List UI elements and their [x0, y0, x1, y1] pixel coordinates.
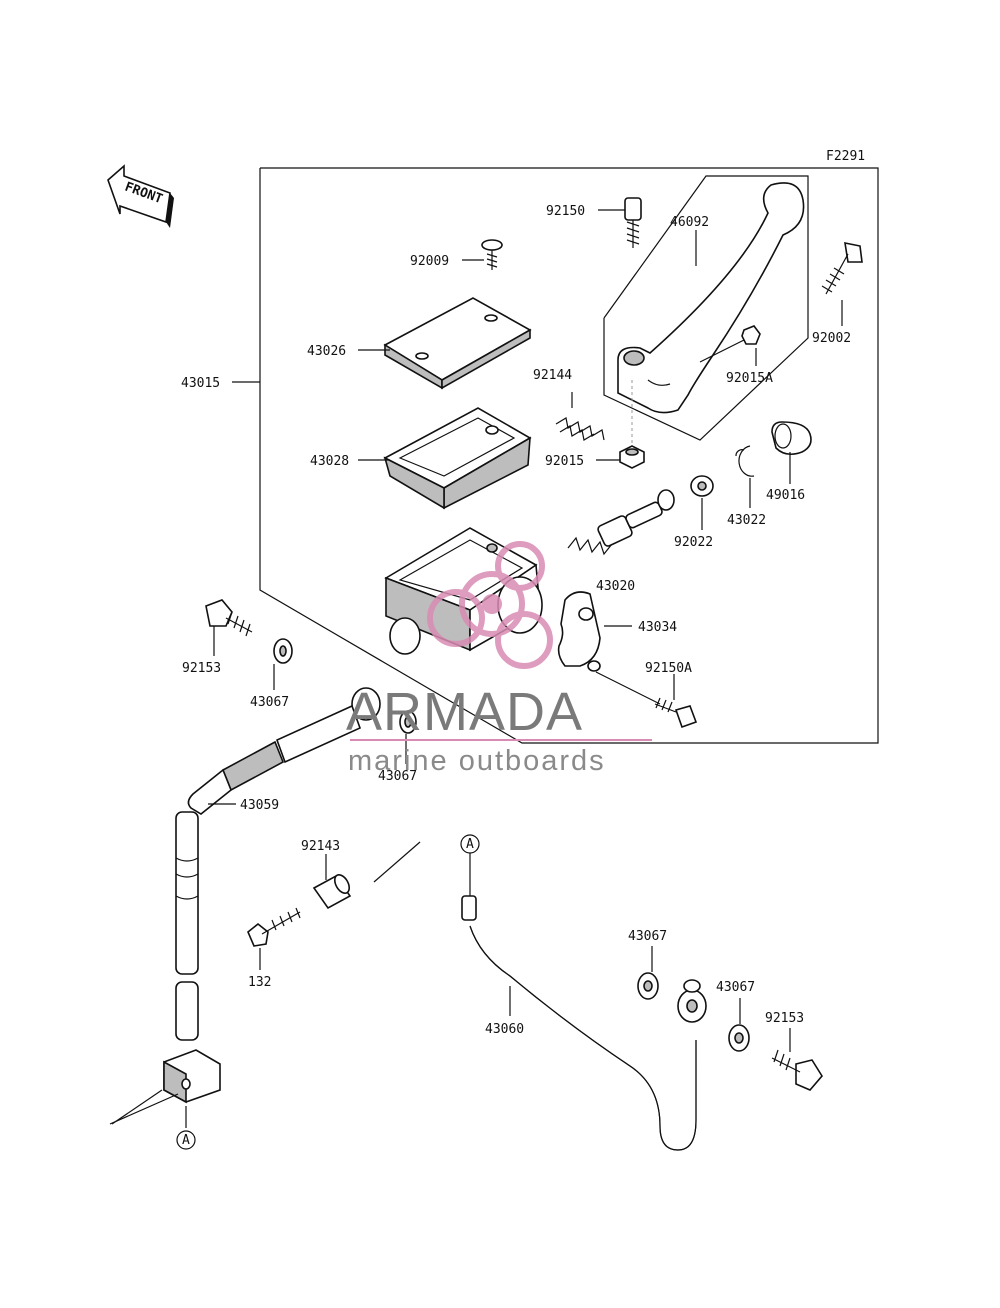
part-label: 92002	[812, 331, 851, 346]
watermark-brand: ARMADA	[346, 682, 583, 742]
washer-43067-d-icon	[728, 1024, 750, 1052]
part-label: 49016	[766, 488, 805, 503]
bolt-92153-bottom-icon	[771, 1049, 823, 1091]
part-label: 92150A	[645, 661, 692, 676]
nut-92015A-icon	[741, 325, 761, 345]
collar-92143-icon	[312, 841, 421, 910]
ref-mark-a-bottom: A	[176, 1130, 196, 1150]
hose-fitting-block-icon	[163, 1049, 221, 1104]
diaphragm-43028-icon	[383, 407, 532, 510]
pipe-43060-icon	[461, 895, 707, 1151]
part-label: 92015A	[726, 371, 773, 386]
part-label: 92143	[301, 839, 340, 854]
part-label: 92153	[182, 661, 221, 676]
washer-43067-a-icon	[273, 638, 293, 664]
spring-92144-icon	[555, 417, 605, 441]
part-label: 43020	[596, 579, 635, 594]
boot-49016-icon	[771, 421, 812, 456]
piston-43020-icon	[567, 489, 675, 556]
part-label: 43028	[310, 454, 349, 469]
bolt-132-icon	[247, 907, 301, 947]
svg-text:A: A	[182, 1133, 190, 1148]
part-label: 92009	[410, 254, 449, 269]
reservoir-cap-43026-icon	[383, 297, 532, 390]
part-label: 43060	[485, 1022, 524, 1037]
leader-lines	[109, 209, 843, 1128]
circlip-43022-icon	[735, 445, 755, 477]
part-label: 43034	[638, 620, 677, 635]
bolt-92153-top-icon	[205, 599, 253, 637]
part-label: 43067	[628, 929, 667, 944]
washer-43067-c-icon	[637, 972, 659, 1000]
clamp-43034-icon	[557, 591, 601, 672]
bolt-92150A-icon	[654, 697, 698, 729]
part-label: 132	[248, 975, 271, 990]
washer-43067-b-icon	[399, 710, 417, 734]
washer-92022-icon	[690, 475, 714, 497]
bolt-92150-icon	[624, 197, 642, 248]
screw-92009-icon	[481, 239, 503, 270]
part-label: 43059	[240, 798, 279, 813]
part-labels: 92150 46092 92009 92002 43026 43015 9214…	[181, 204, 851, 1037]
front-arrow-icon: FRONT	[107, 164, 174, 228]
part-label: 46092	[670, 215, 709, 230]
figure-code: F2291	[826, 149, 865, 164]
part-label: 43067	[716, 980, 755, 995]
lever-46092-icon	[603, 175, 809, 441]
part-label: 43067	[250, 695, 289, 710]
hose-43059-icon	[175, 687, 381, 1041]
assembly-frame	[259, 167, 879, 744]
armada-logo	[427, 541, 553, 669]
part-label: 92150	[546, 204, 585, 219]
part-label: 92022	[674, 535, 713, 550]
part-label: 43015	[181, 376, 220, 391]
part-label: 43026	[307, 344, 346, 359]
part-label: 92153	[765, 1011, 804, 1026]
ref-mark-a-top: A	[460, 834, 480, 854]
watermark-tagline: marine outboards	[348, 745, 606, 777]
nut-92015-icon	[619, 380, 645, 469]
part-label: 92015	[545, 454, 584, 469]
part-label: 92144	[533, 368, 572, 383]
part-label: 43067	[378, 769, 417, 784]
part-label: 43022	[727, 513, 766, 528]
bolt-92002-icon	[821, 241, 863, 295]
svg-text:A: A	[466, 837, 474, 852]
